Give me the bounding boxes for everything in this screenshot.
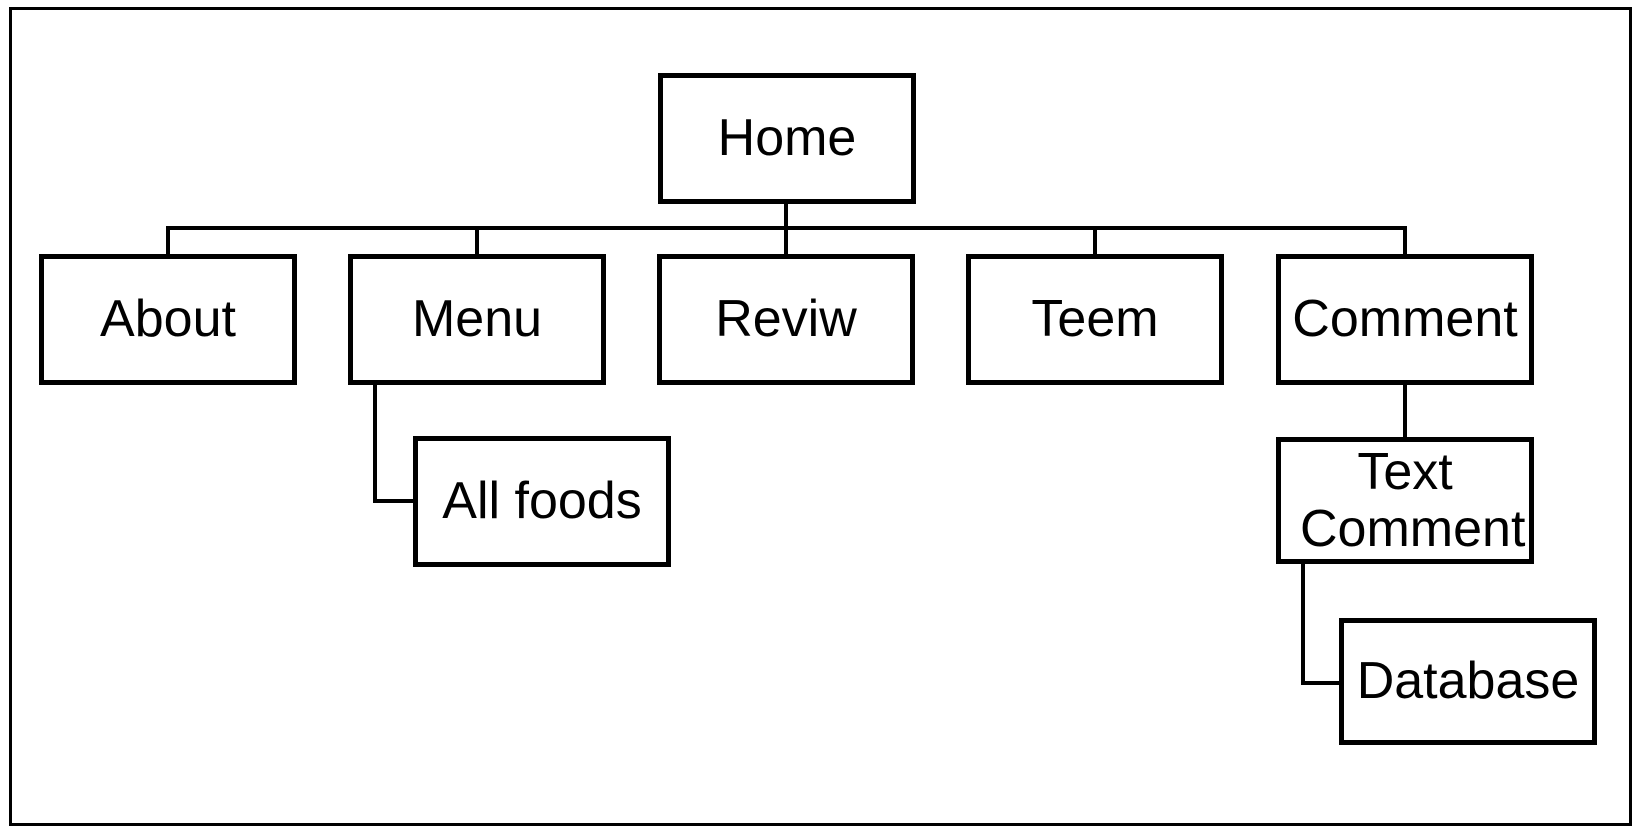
- connector-comment-textcomment: [1403, 383, 1407, 439]
- node-all-foods-label: All foods: [442, 472, 642, 531]
- node-menu: Menu: [348, 254, 606, 385]
- connector-menu-allfoods-horizontal: [373, 499, 415, 503]
- node-text-comment: Text Comment: [1276, 437, 1534, 564]
- node-home: Home: [658, 73, 916, 204]
- node-menu-label: Menu: [411, 290, 543, 349]
- node-all-foods: All foods: [413, 436, 671, 567]
- node-text-comment-label: Text Comment: [1300, 443, 1526, 558]
- connector-drop-menu: [475, 226, 479, 256]
- node-teem-label: Teem: [1031, 290, 1159, 349]
- node-comment: Comment: [1276, 254, 1534, 385]
- connector-menu-allfoods-vertical: [373, 383, 377, 503]
- connector-home-stem: [784, 202, 788, 230]
- node-comment-label: Comment: [1292, 290, 1518, 349]
- connector-textcomment-database-horizontal: [1301, 681, 1341, 685]
- node-reviw: Reviw: [657, 254, 915, 385]
- node-about-label: About: [100, 290, 236, 349]
- node-reviw-label: Reviw: [715, 290, 857, 349]
- diagram-frame: [9, 7, 1632, 826]
- node-database-label: Database: [1356, 652, 1580, 711]
- connector-drop-teem: [1093, 226, 1097, 256]
- connector-drop-comment: [1403, 226, 1407, 256]
- node-database: Database: [1339, 618, 1597, 745]
- connector-drop-about: [166, 226, 170, 256]
- node-teem: Teem: [966, 254, 1224, 385]
- node-about: About: [39, 254, 297, 385]
- node-home-label: Home: [717, 109, 857, 168]
- connector-textcomment-database-vertical: [1301, 562, 1305, 685]
- connector-drop-reviw: [784, 226, 788, 256]
